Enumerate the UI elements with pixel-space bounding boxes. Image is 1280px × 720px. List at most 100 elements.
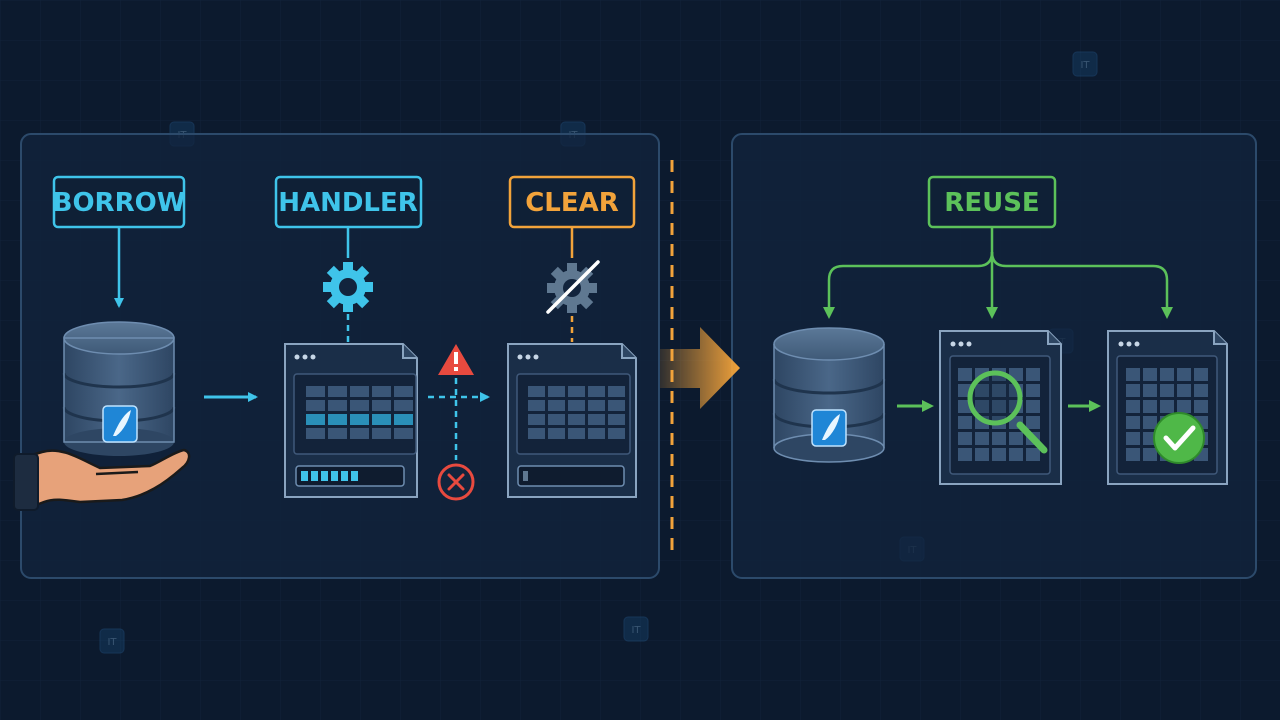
handler-progress-fill	[301, 471, 358, 481]
grid-cell	[372, 386, 391, 397]
grid-cell	[548, 428, 565, 439]
grid-cell	[306, 400, 325, 411]
reuse-label: REUSE	[944, 188, 1039, 218]
grid-cell	[306, 386, 325, 397]
grid-cell	[1177, 400, 1191, 413]
grid-cell	[958, 432, 972, 445]
grid-cell	[1194, 384, 1208, 397]
grid-cell	[1177, 384, 1191, 397]
magnifier-icon	[967, 370, 1048, 454]
grid-cell	[1143, 368, 1157, 381]
grid-cell	[1160, 400, 1174, 413]
grid-cell	[350, 414, 369, 425]
handler-data-grid	[306, 386, 413, 439]
hand-icon	[13, 448, 191, 511]
grid-cell	[1194, 400, 1208, 413]
borrow-stage: BORROW	[13, 175, 258, 511]
grid-cell	[992, 384, 1006, 397]
grid-cell	[350, 428, 369, 439]
grid-cell	[328, 400, 347, 411]
handler-document-icon	[284, 343, 418, 498]
clear-data-grid	[528, 386, 625, 439]
reuse-label-box	[927, 175, 1057, 229]
grid-cell	[588, 400, 605, 411]
grid-cell	[1009, 448, 1023, 461]
grid-cell	[1143, 448, 1157, 461]
sqlite-feather-icon	[102, 405, 138, 443]
grid-cell	[1160, 384, 1174, 397]
clear-document-icon	[507, 343, 637, 498]
grid-cell	[548, 400, 565, 411]
grid-cell	[306, 414, 325, 425]
grid-cell	[568, 414, 585, 425]
grid-cell	[1126, 384, 1140, 397]
grid-cell	[1126, 400, 1140, 413]
grid-cell	[1126, 448, 1140, 461]
grid-cell	[588, 386, 605, 397]
grid-cell	[1143, 400, 1157, 413]
grid-cell	[1126, 416, 1140, 429]
grid-cell	[548, 386, 565, 397]
handler-label-box	[274, 175, 423, 229]
grid-cell	[372, 428, 391, 439]
grid-cell	[1143, 384, 1157, 397]
sqlite-feather-icon	[811, 409, 847, 447]
grid-cell	[328, 428, 347, 439]
grid-cell	[992, 448, 1006, 461]
grid-cell	[958, 368, 972, 381]
grid-cell	[588, 428, 605, 439]
grid-cell	[1177, 368, 1191, 381]
grid-cell	[958, 448, 972, 461]
grid-cell	[975, 400, 989, 413]
borrow-label: BORROW	[53, 188, 186, 218]
grid-cell	[568, 386, 585, 397]
grid-cell	[1009, 432, 1023, 445]
warning-icon	[438, 344, 474, 375]
watermark-tile-icon	[1072, 51, 1098, 77]
grid-cell	[608, 414, 625, 425]
database-icon	[62, 321, 176, 456]
transition-arrow-icon	[660, 327, 740, 409]
grid-cell	[608, 400, 625, 411]
grid-cell	[608, 386, 625, 397]
watermark-tile-icon	[623, 616, 649, 642]
grid-cell	[528, 414, 545, 425]
grid-cell	[1026, 448, 1040, 461]
gear-icon	[323, 262, 373, 312]
clear-label-box	[508, 175, 636, 229]
grid-cell	[588, 414, 605, 425]
grid-cell	[528, 400, 545, 411]
grid-cell	[992, 432, 1006, 445]
handler-label: HANDLER	[278, 188, 418, 218]
handler-stage: HANDLER	[274, 175, 490, 501]
clear-progress-bar	[517, 465, 625, 487]
clear-progress-fill	[523, 471, 528, 481]
clear-stage: CLEAR	[507, 175, 637, 498]
reuse-branch-arrows	[823, 228, 1173, 319]
grid-cell	[1126, 368, 1140, 381]
grid-cell	[992, 400, 1006, 413]
grid-cell	[1026, 368, 1040, 381]
error-x-icon	[437, 463, 475, 501]
grid-cell	[975, 432, 989, 445]
grid-cell	[1143, 416, 1157, 429]
grid-cell	[1126, 432, 1140, 445]
grid-cell	[528, 386, 545, 397]
grid-cell	[975, 448, 989, 461]
grid-cell	[1026, 400, 1040, 413]
gear-disabled-icon	[546, 260, 600, 314]
grid-cell	[328, 386, 347, 397]
grid-cell	[394, 386, 413, 397]
grid-cell	[1026, 416, 1040, 429]
grid-cell	[394, 400, 413, 411]
grid-cell	[1026, 384, 1040, 397]
grid-cell	[958, 416, 972, 429]
grid-cell	[350, 386, 369, 397]
grid-cell	[975, 384, 989, 397]
grid-cell	[528, 428, 545, 439]
grid-cell	[306, 428, 325, 439]
grid-cell	[328, 414, 347, 425]
grid-cell	[1160, 368, 1174, 381]
